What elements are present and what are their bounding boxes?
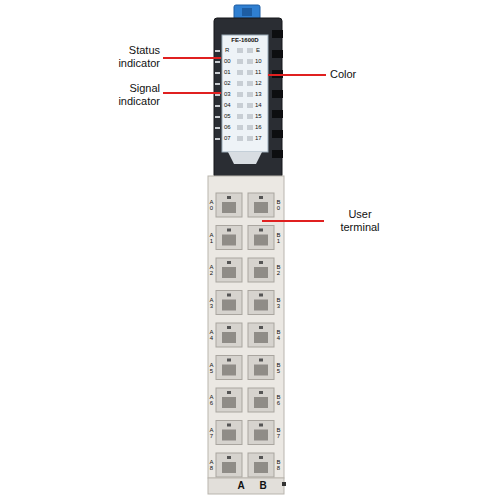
release-slot — [259, 294, 263, 297]
callout-label: User terminal — [330, 208, 390, 233]
terminal-hole — [254, 397, 268, 408]
terminal-label: B 2 — [276, 264, 281, 276]
callout-label: Color — [330, 68, 390, 81]
release-slot — [227, 229, 231, 232]
terminal — [248, 258, 274, 282]
channel-label: 13 — [255, 91, 267, 97]
terminal-label: B 5 — [276, 362, 281, 374]
terminal — [248, 226, 274, 250]
release-slot — [259, 391, 263, 394]
terminal-label: A 5 — [209, 362, 214, 374]
terminal-label: A 3 — [209, 297, 214, 309]
terminal — [248, 388, 274, 412]
terminal — [248, 291, 274, 315]
terminal — [216, 421, 242, 445]
terminal-hole — [254, 365, 268, 376]
release-slot — [259, 261, 263, 264]
terminal-label: B 1 — [276, 232, 281, 244]
channel-label: 11 — [255, 69, 267, 75]
terminal-hole — [222, 332, 236, 343]
column-label: A — [235, 480, 247, 492]
terminal-hole — [254, 462, 268, 473]
terminal — [216, 356, 242, 380]
terminal-hole — [222, 300, 236, 311]
release-slot — [259, 196, 263, 199]
channel-label: 04 — [224, 102, 236, 108]
channel-label: 10 — [255, 58, 267, 64]
release-slot — [227, 294, 231, 297]
release-slot — [259, 424, 263, 427]
terminal-hole — [222, 397, 236, 408]
terminal-label: B 8 — [276, 459, 281, 471]
release-slot — [227, 424, 231, 427]
terminal-label: A 2 — [209, 264, 214, 276]
terminal-label: A 0 — [209, 199, 214, 211]
channel-label: 06 — [224, 124, 236, 130]
terminal-label: A 4 — [209, 329, 214, 341]
terminal-hole — [254, 202, 268, 213]
terminal-label: A 6 — [209, 394, 214, 406]
terminal-label: A 1 — [209, 232, 214, 244]
release-slot — [259, 229, 263, 232]
terminal-label: A 7 — [209, 427, 214, 439]
model-label: FE-1600D — [223, 37, 267, 43]
terminal — [216, 323, 242, 347]
terminal-label: B 7 — [276, 427, 281, 439]
terminal-label: B 3 — [276, 297, 281, 309]
release-slot — [227, 261, 231, 264]
channel-label: 05 — [224, 113, 236, 119]
channel-label: 02 — [224, 80, 236, 86]
terminal-hole — [222, 462, 236, 473]
terminal — [216, 226, 242, 250]
channel-label: 16 — [255, 124, 267, 130]
terminal-label: B 6 — [276, 394, 281, 406]
terminal-hole — [222, 235, 236, 246]
column-label: B — [257, 480, 269, 492]
channel-label: 00 — [224, 58, 236, 64]
status-led-label: R — [225, 47, 235, 53]
channel-label: 15 — [255, 113, 267, 119]
terminal-hole — [254, 332, 268, 343]
terminal-hole — [254, 430, 268, 441]
release-slot — [259, 326, 263, 329]
terminal-label: B 0 — [276, 199, 281, 211]
terminal — [248, 323, 274, 347]
channel-label: 14 — [255, 102, 267, 108]
terminal-label: B 4 — [276, 329, 281, 341]
terminal — [216, 258, 242, 282]
terminal — [216, 453, 242, 477]
release-slot — [227, 326, 231, 329]
terminal — [248, 193, 274, 217]
callout-label: Signal indicator — [100, 82, 160, 107]
release-slot — [259, 359, 263, 362]
channel-label: 03 — [224, 91, 236, 97]
release-slot — [227, 359, 231, 362]
status-led-label: E — [256, 47, 266, 53]
terminal — [216, 388, 242, 412]
channel-label: 07 — [224, 135, 236, 141]
terminal-hole — [254, 235, 268, 246]
terminal-hole — [254, 267, 268, 278]
terminal-hole — [222, 365, 236, 376]
terminal — [216, 291, 242, 315]
channel-label: 17 — [255, 135, 267, 141]
callout-label: Status indicator — [100, 44, 160, 69]
release-slot — [227, 456, 231, 459]
terminal-label: A 8 — [209, 459, 214, 471]
release-slot — [227, 391, 231, 394]
release-slot — [259, 456, 263, 459]
channel-label: 12 — [255, 80, 267, 86]
terminal-hole — [222, 202, 236, 213]
release-slot — [227, 196, 231, 199]
terminal — [216, 193, 242, 217]
terminal — [248, 356, 274, 380]
terminal-hole — [222, 430, 236, 441]
terminal-hole — [254, 300, 268, 311]
channel-label: 01 — [224, 69, 236, 75]
terminal-hole — [222, 267, 236, 278]
terminal — [248, 453, 274, 477]
terminal — [248, 421, 274, 445]
